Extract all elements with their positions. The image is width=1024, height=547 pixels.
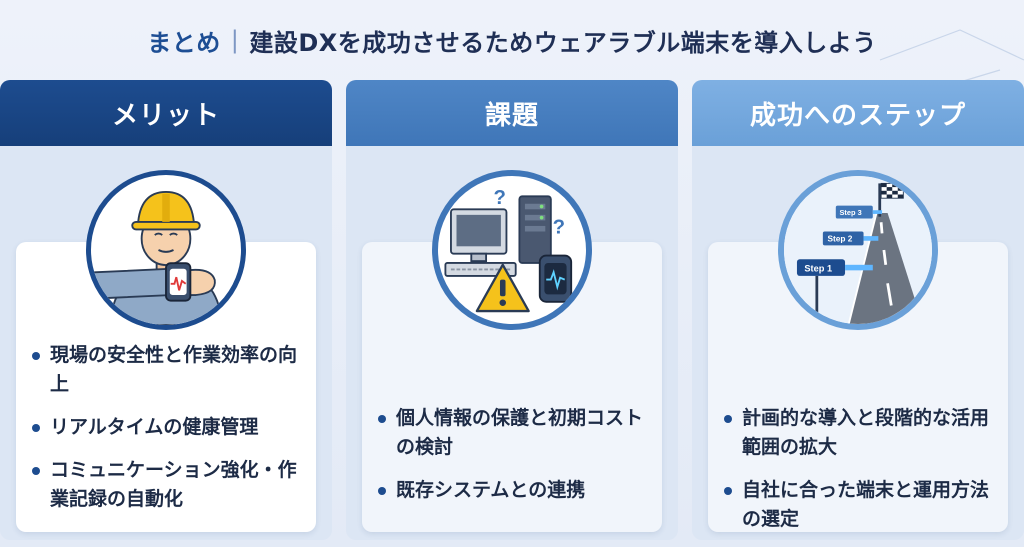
steps-body: Step 1 Step 2 Step 3 計画的な導入と段階的な活用範囲の拡大 …	[692, 146, 1024, 540]
list-item: 計画的な導入と段階的な活用範囲の拡大	[722, 404, 1004, 462]
svg-text:?: ?	[553, 216, 565, 238]
step-1-sign: Step 1	[804, 263, 832, 273]
list-item: コミュニケーション強化・作業記録の自動化	[30, 456, 312, 514]
road-steps-goal-flag-icon: Step 1 Step 2 Step 3	[778, 170, 938, 330]
svg-text:?: ?	[494, 187, 506, 209]
steps-header: 成功へのステップ	[692, 80, 1024, 146]
title-separator: |	[230, 26, 240, 54]
computer-warning-watch-icon: ? ?	[432, 170, 592, 330]
challenges-list: 個人情報の保護と初期コストの検討 既存システムとの連携	[376, 404, 658, 519]
list-item: 既存システムとの連携	[376, 476, 658, 505]
list-item: 個人情報の保護と初期コストの検討	[376, 404, 658, 462]
list-item: 自社に合った端末と運用方法の選定	[722, 476, 1004, 534]
challenges-header: 課題	[346, 80, 678, 146]
merits-body: 現場の安全性と作業効率の向上 リアルタイムの健康管理 コミュニケーション強化・作…	[0, 146, 332, 540]
list-item: リアルタイムの健康管理	[30, 413, 312, 442]
steps-list: 計画的な導入と段階的な活用範囲の拡大 自社に合った端末と運用方法の選定	[722, 404, 1004, 540]
challenges-column: 課題 ? ?	[346, 80, 678, 540]
title-accent: まとめ	[147, 28, 221, 57]
challenges-body: ? ?	[346, 146, 678, 540]
merits-header: メリット	[0, 80, 332, 146]
worker-with-smartwatch-icon	[86, 170, 246, 330]
title-main: 建設DXを成功させるためウェアラブル端末を導入しよう	[249, 28, 877, 57]
step-3-sign: Step 3	[840, 208, 862, 217]
step-2-sign: Step 2	[827, 234, 852, 244]
steps-column: 成功へのステップ	[692, 80, 1024, 540]
list-item: 現場の安全性と作業効率の向上	[30, 341, 312, 399]
merits-list: 現場の安全性と作業効率の向上 リアルタイムの健康管理 コミュニケーション強化・作…	[30, 341, 312, 528]
merits-column: メリット	[0, 80, 332, 540]
page-title: まとめ | 建設DXを成功させるためウェアラブル端末を導入しよう	[0, 0, 1024, 80]
